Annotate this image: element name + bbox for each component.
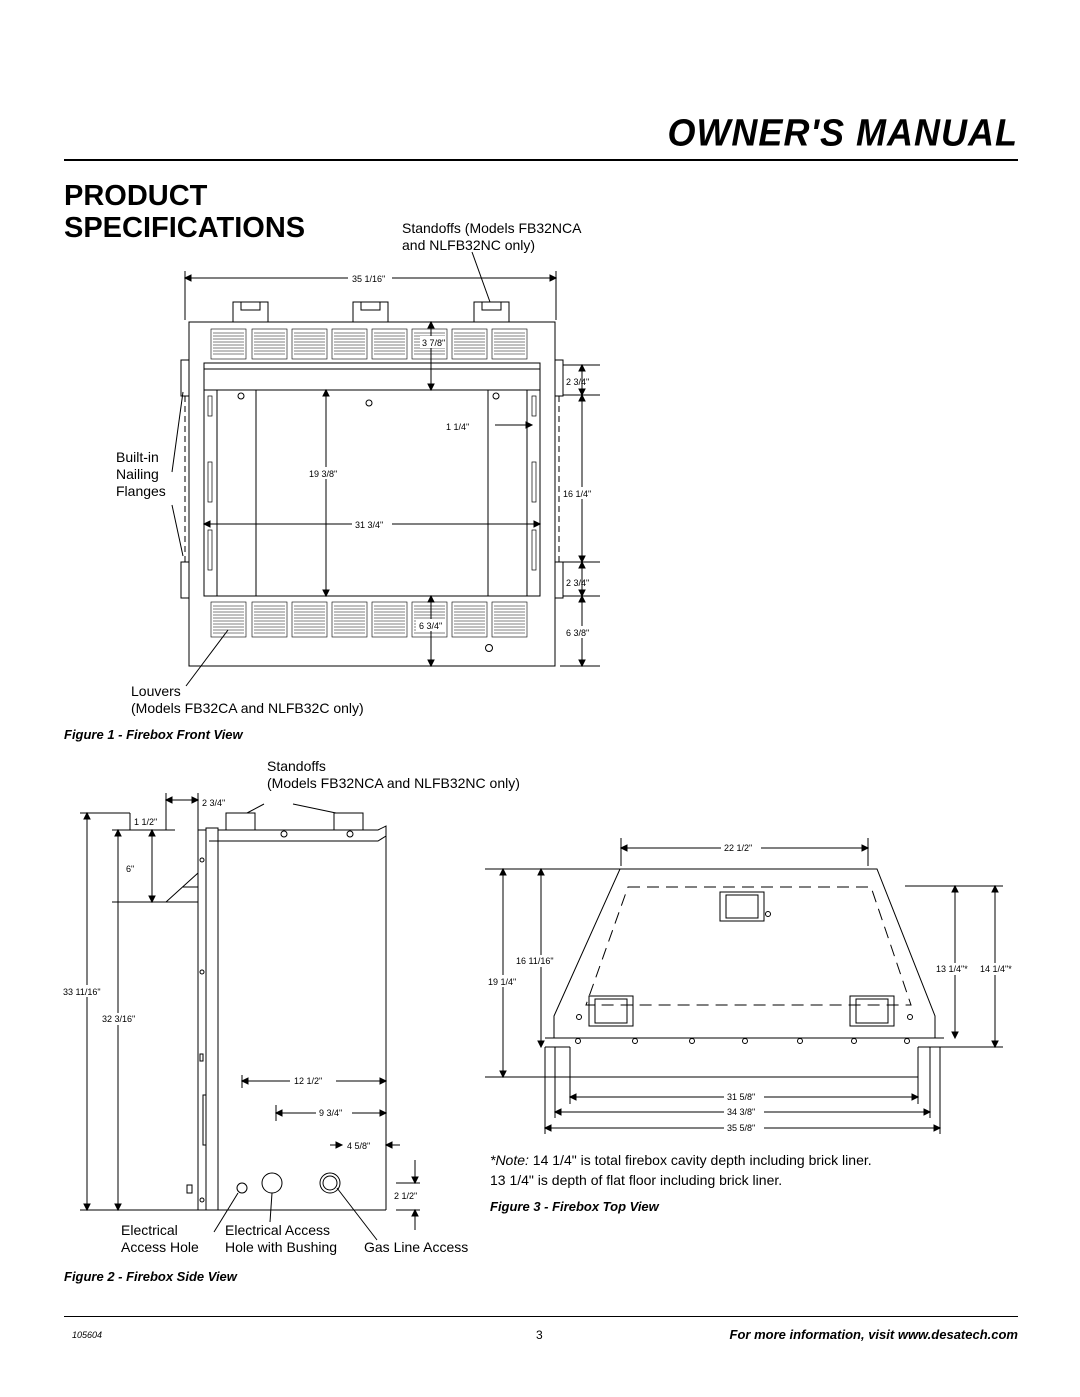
section-title-line2: SPECIFICATIONS [64,212,306,244]
dim-inner-height: 19 3/8" [309,469,337,479]
footer-rule [64,1316,1018,1317]
section-title: PRODUCT SPECIFICATIONS [64,180,305,244]
dim-width-total: 35 1/16" [352,274,385,284]
dim-total-height: 33 11/16" [63,987,101,997]
figure-2-caption: Figure 2 - Firebox Side View [64,1269,237,1284]
figure-1-front-view [171,251,600,687]
dim-depth: 12 1/2" [294,1076,322,1086]
page-number: 3 [536,1328,543,1342]
dim-hole-height: 2 1/2" [394,1191,417,1201]
dim-top-gap: 3 7/8" [422,338,445,348]
dim-depth-b: 19 1/4" [488,977,516,987]
fig3-note-line1: *Note: 14 1/4" is total firebox cavity d… [490,1152,872,1168]
figure-1-caption: Figure 1 - Firebox Front View [64,727,243,742]
footer-info-link[interactable]: For more information, visit www.desatech… [729,1327,1018,1342]
dim-body-height: 32 3/16" [102,1014,135,1024]
fig1-louvers-label: Louvers (Models FB32CA and NLFB32C only) [131,683,364,716]
dim-standoff-depth: 2 3/4" [202,798,225,808]
fig2-electrical-hole-label: Electrical Access Hole [121,1222,199,1255]
dim-six: 6" [126,864,134,874]
fig1-flanges-label: Built-in Nailing Flanges [116,449,166,499]
dim-right-base: 6 3/8" [566,628,589,638]
dim-w1: 31 5/8" [727,1092,755,1102]
figure-2-side-view [80,793,420,1241]
fig1-standoffs-label: Standoffs (Models FB32NCA and NLFB32NC o… [402,220,582,253]
figure-3-top-view [485,838,1003,1134]
doc-number: 105604 [72,1330,103,1340]
fig2-electrical-bushing-label: Electrical Access Hole with Bushing [225,1222,338,1255]
dim-w3: 35 5/8" [727,1123,755,1133]
dim-right-mid: 16 1/4" [563,489,591,499]
dim-w2: 34 3/8" [727,1107,755,1117]
fig2-gas-line-label: Gas Line Access [364,1239,469,1255]
fig2-standoffs-label: Standoffs (Models FB32NCA and NLFB32NC o… [267,758,520,791]
fig3-note-line2: 13 1/4" is depth of flat floor including… [490,1172,783,1188]
figure-3-caption: Figure 3 - Firebox Top View [490,1199,659,1214]
dim-bottom-gap: 6 3/4" [419,621,442,631]
fig3-note: *Note: 14 1/4" is total firebox cavity d… [490,1150,872,1190]
dim-cavity-depth: 14 1/4"* [980,964,1012,974]
section-title-line1: PRODUCT [64,180,208,212]
dim-depth-a: 16 11/16" [516,956,554,966]
dim-inner-width: 31 3/4" [355,520,383,530]
dim-right-top: 2 3/4" [566,377,589,387]
dim-hole2: 4 5/8" [347,1141,370,1151]
header-rule [64,159,1018,161]
dim-right-bottom: 2 3/4" [566,578,589,588]
dim-floor-depth: 13 1/4"* [936,964,968,974]
dim-back-width: 22 1/2" [724,843,752,853]
dim-inner-top: 1 1/4" [446,422,469,432]
dim-hole3: 9 3/4" [319,1108,342,1118]
manual-title: OWNER'S MANUAL [667,110,1018,154]
dim-top-offset: 1 1/2" [134,817,157,827]
